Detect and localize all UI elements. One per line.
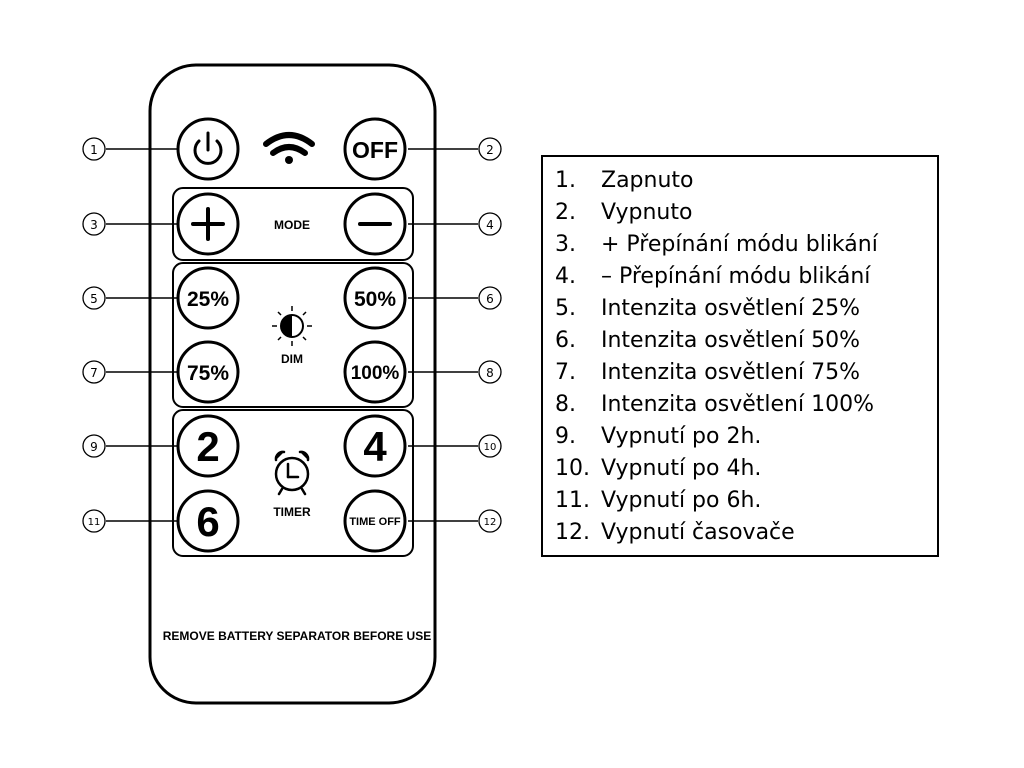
legend-text: Intenzita osvětlení 50% <box>601 328 860 353</box>
battery-warning: REMOVE BATTERY SEPARATOR BEFORE USE <box>163 629 431 643</box>
legend-text: Vypnutí po 4h. <box>601 456 762 481</box>
dim-25-label: 25% <box>187 288 229 311</box>
timer-2-label: 2 <box>196 423 219 470</box>
off-label: OFF <box>352 137 398 163</box>
legend-text: Intenzita osvětlení 100% <box>601 392 874 417</box>
legend-num: 2. <box>555 200 576 225</box>
dim-group <box>172 262 414 408</box>
callout-11: 11 <box>88 517 101 528</box>
legend-item: 5. Intenzita osvětlení 25% <box>555 293 937 325</box>
callout-2: 2 <box>486 143 494 157</box>
legend-num: 6. <box>555 328 576 353</box>
timer-6-button[interactable]: 6 <box>176 489 240 553</box>
legend-item: 2. Vypnuto <box>555 197 937 229</box>
dim-50-label: 50% <box>354 288 396 311</box>
legend-num: 9. <box>555 424 576 449</box>
callout-3: 3 <box>90 218 98 232</box>
callout-circles <box>82 137 502 533</box>
dim-75-label: 75% <box>187 362 229 385</box>
callout-numbers: 1 2 3 4 5 6 7 8 9 10 11 12 <box>88 143 497 528</box>
dim-50-button[interactable]: 50% <box>343 266 407 330</box>
off-button[interactable]: OFF <box>343 117 407 181</box>
wifi-icon <box>263 132 315 164</box>
legend-text: – Přepínání módu blikání <box>601 264 871 289</box>
dim-75-button[interactable]: 75% <box>176 340 240 404</box>
timer-6-label: 6 <box>196 498 219 545</box>
legend-num: 8. <box>555 392 576 417</box>
timer-label: TIMER <box>273 505 311 519</box>
legend-num: 12. <box>555 520 590 545</box>
legend-text: Vypnuto <box>601 200 693 225</box>
timer-2-button[interactable]: 2 <box>176 414 240 478</box>
legend-text: Intenzita osvětlení 25% <box>601 296 860 321</box>
alarm-clock-icon <box>274 450 310 496</box>
legend-num: 10. <box>555 456 590 481</box>
dim-label: DIM <box>281 352 303 366</box>
legend-item: 3. + Přepínání módu blikání <box>555 229 937 261</box>
legend-box: 1. Zapnuto 2. Vypnuto 3. + Přepínání módu b… <box>541 155 939 557</box>
legend-num: 7. <box>555 360 576 385</box>
legend-text: Vypnutí po 6h. <box>601 488 762 513</box>
power-button[interactable] <box>176 117 240 181</box>
callout-12: 12 <box>484 517 497 528</box>
mode-minus-button[interactable] <box>343 192 407 256</box>
legend-num: 5. <box>555 296 576 321</box>
dim-25-button[interactable]: 25% <box>176 266 240 330</box>
callout-10: 10 <box>484 442 497 453</box>
dim-100-label: 100% <box>351 363 400 384</box>
brightness-icon <box>272 306 312 346</box>
timer-4-label: 4 <box>363 423 387 470</box>
plus-icon <box>191 207 225 241</box>
legend-text: Zapnuto <box>601 168 694 193</box>
timer-4-button[interactable]: 4 <box>343 414 407 478</box>
legend-text: Vypnutí časovače <box>601 520 795 545</box>
legend-item: 1. Zapnuto <box>555 165 937 197</box>
legend-text: Intenzita osvětlení 75% <box>601 360 860 385</box>
callout-4: 4 <box>486 218 494 232</box>
time-off-button[interactable]: TIME OFF <box>343 489 407 553</box>
callout-lines <box>106 148 478 522</box>
timer-group <box>172 409 414 557</box>
callout-9: 9 <box>90 440 98 454</box>
power-icon <box>193 131 223 165</box>
legend-item: 8. Intenzita osvětlení 100% <box>555 389 937 421</box>
legend-num: 4. <box>555 264 576 289</box>
callout-7: 7 <box>90 366 98 380</box>
legend-item: 4. – Přepínání módu blikání <box>555 261 937 293</box>
callout-1: 1 <box>90 143 98 157</box>
legend-num: 1. <box>555 168 576 193</box>
callout-6: 6 <box>486 292 494 306</box>
legend-item: 9. Vypnutí po 2h. <box>555 421 937 453</box>
legend-item: 10. Vypnutí po 4h. <box>555 453 937 485</box>
legend-list: 1. Zapnuto 2. Vypnuto 3. + Přepínání módu b… <box>555 165 937 549</box>
legend-item: 12. Vypnutí časovače <box>555 517 937 549</box>
callout-5: 5 <box>90 292 98 306</box>
legend-text: + Přepínání módu blikání <box>601 232 878 257</box>
legend-num: 3. <box>555 232 576 257</box>
legend-num: 11. <box>555 488 590 513</box>
time-off-label: TIME OFF <box>349 516 401 528</box>
dim-100-button[interactable]: 100% <box>343 340 407 404</box>
legend-text: Vypnutí po 2h. <box>601 424 762 449</box>
mode-label: MODE <box>274 218 310 232</box>
legend-item: 11. Vypnutí po 6h. <box>555 485 937 517</box>
legend-item: 6. Intenzita osvětlení 50% <box>555 325 937 357</box>
mode-plus-button[interactable] <box>176 192 240 256</box>
callout-8: 8 <box>486 366 494 380</box>
legend-item: 7. Intenzita osvětlení 75% <box>555 357 937 389</box>
